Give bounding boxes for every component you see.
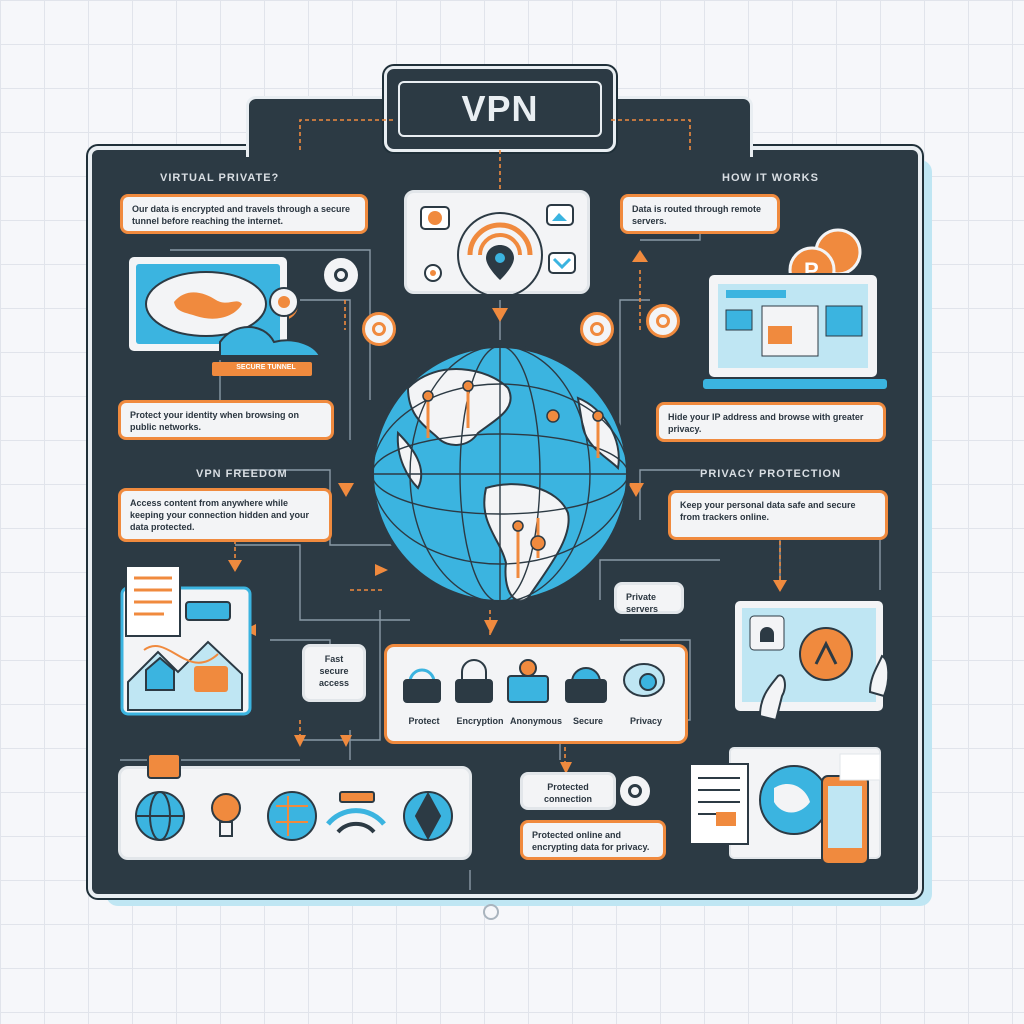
footer-logo bbox=[483, 904, 499, 920]
network-node bbox=[580, 312, 614, 346]
info-card-text: Fast secure access bbox=[318, 654, 350, 688]
info-card-text: Protected online and encrypting data for… bbox=[532, 830, 650, 852]
lock-icon bbox=[147, 738, 181, 779]
network-node bbox=[324, 258, 358, 292]
bottom-icons-row bbox=[135, 791, 453, 841]
network-node bbox=[620, 776, 650, 806]
globe-icon bbox=[370, 344, 630, 604]
info-card-text: Keep your personal data safe and secure … bbox=[680, 500, 856, 522]
info-card-text: Data is routed through remote servers. bbox=[632, 204, 762, 226]
info-card-text: Our data is encrypted and travels throug… bbox=[132, 204, 351, 226]
feature-label: Privacy bbox=[629, 716, 663, 726]
info-card-mid-right: Hide your IP address and browse with gre… bbox=[656, 402, 886, 442]
feature-label: Protect bbox=[408, 716, 440, 726]
info-card-bottom-note-head: Protected connection bbox=[520, 772, 616, 810]
screen-badge: SECURE TUNNEL bbox=[236, 364, 296, 371]
info-card-top-right: Data is routed through remote servers. bbox=[620, 194, 780, 234]
info-card-small-left: Fast secure access bbox=[302, 644, 366, 702]
network-node bbox=[362, 312, 396, 346]
document-map-icon bbox=[120, 565, 252, 716]
info-card-top-left: Our data is encrypted and travels throug… bbox=[120, 194, 368, 234]
info-card-mid-left: Protect your identity when browsing on p… bbox=[118, 400, 334, 440]
info-card-bottom-left: Access content from anywhere while keepi… bbox=[118, 488, 332, 542]
hand-screen-icon bbox=[733, 599, 890, 722]
heading-privacy-protection: PRIVACY PROTECTION bbox=[700, 468, 842, 480]
board-shoulder-right bbox=[600, 96, 753, 157]
info-card-text: Access content from anywhere while keepi… bbox=[130, 498, 310, 532]
board-shoulder-left bbox=[246, 96, 399, 157]
monitor-map-icon bbox=[127, 255, 322, 376]
info-card-bottom-note: Protected online and encrypting data for… bbox=[520, 820, 666, 860]
title-text: VPN bbox=[461, 88, 539, 129]
heading-how-it-works: HOW IT WORKS bbox=[722, 172, 819, 184]
feature-icons-row bbox=[403, 659, 665, 703]
info-card-text: Protect your identity when browsing on p… bbox=[130, 410, 300, 432]
laptop-icon: P bbox=[702, 228, 889, 391]
feature-label: Secure bbox=[572, 716, 604, 726]
heading-virtual-private: VIRTUAL PRIVATE? bbox=[160, 172, 280, 184]
location-panel bbox=[404, 190, 590, 298]
info-card-small-right: Private servers bbox=[614, 582, 684, 614]
devices-collage-icon bbox=[690, 747, 881, 865]
network-node bbox=[646, 304, 680, 338]
title-frame: VPN bbox=[398, 81, 602, 137]
feature-label: Anonymous bbox=[509, 716, 562, 726]
heading-vpn-freedom: VPN FREEDOM bbox=[196, 468, 288, 480]
info-card-text: Protected connection bbox=[543, 782, 592, 804]
info-card-bottom-right: Keep your personal data safe and secure … bbox=[668, 490, 888, 540]
info-card-text: Hide your IP address and browse with gre… bbox=[668, 412, 864, 434]
feature-label: Encryption bbox=[456, 716, 504, 726]
info-card-text: Private servers bbox=[626, 592, 659, 614]
location-pin-icon bbox=[420, 204, 576, 298]
